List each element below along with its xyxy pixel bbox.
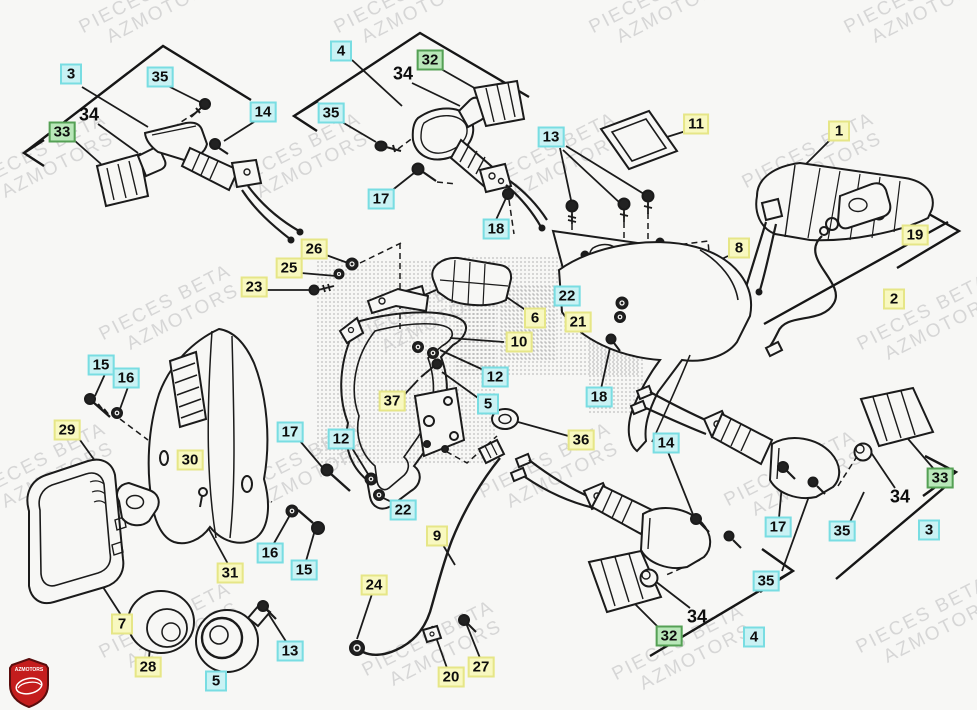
tail-light-assembly — [741, 161, 934, 358]
part-label-3[interactable]: 3 — [60, 63, 82, 85]
part-label-15[interactable]: 15 — [290, 559, 318, 581]
part-label-17[interactable]: 17 — [367, 188, 395, 210]
part-label-30[interactable]: 30 — [176, 449, 204, 471]
part-label-25[interactable]: 25 — [275, 257, 303, 279]
part-label-12[interactable]: 12 — [481, 366, 509, 388]
turn-signal-rear-left — [509, 452, 742, 614]
part-label-13[interactable]: 13 — [276, 640, 304, 662]
screw-14 — [209, 138, 221, 150]
part-label-35[interactable]: 35 — [146, 66, 174, 88]
part-label-13[interactable]: 13 — [537, 126, 565, 148]
screw-17 — [411, 162, 425, 176]
part-label-32[interactable]: 32 — [655, 625, 683, 647]
part-label-4[interactable]: 4 — [330, 40, 352, 62]
part-label-28[interactable]: 28 — [134, 656, 162, 678]
part-label-32[interactable]: 32 — [416, 49, 444, 71]
logo-text: AZMOTORS — [15, 667, 44, 673]
part-label-35[interactable]: 35 — [317, 102, 345, 124]
fasteners-center — [605, 296, 629, 352]
rear-fender — [557, 241, 752, 453]
part-label-7[interactable]: 7 — [111, 613, 133, 635]
reflector — [599, 109, 679, 171]
part-label-35[interactable]: 35 — [752, 570, 780, 592]
screws-13 — [565, 189, 655, 224]
part-label-17[interactable]: 17 — [276, 421, 304, 443]
part-label-14[interactable]: 14 — [249, 101, 277, 123]
azmotors-logo: AZMOTORS — [9, 658, 49, 708]
part-label-1[interactable]: 1 — [828, 120, 850, 142]
part-label-5[interactable]: 5 — [477, 393, 499, 415]
part-label-35[interactable]: 35 — [828, 520, 856, 542]
part-label-36[interactable]: 36 — [567, 429, 595, 451]
bracket-plate-37 — [413, 386, 466, 458]
part-label-21[interactable]: 21 — [564, 311, 592, 333]
screw-35 — [199, 98, 211, 110]
part-label-18[interactable]: 18 — [482, 218, 510, 240]
bolts-15-16 — [84, 393, 123, 419]
mask-pin-30 — [198, 487, 208, 497]
wiring-harness — [769, 235, 837, 347]
part-label-20[interactable]: 20 — [437, 666, 465, 688]
part-label-18[interactable]: 18 — [585, 386, 613, 408]
part-label-19[interactable]: 19 — [901, 224, 929, 246]
logo-swoosh — [15, 677, 43, 695]
part-label-4[interactable]: 4 — [743, 626, 765, 648]
part-label-37[interactable]: 37 — [378, 390, 406, 412]
part-label-34[interactable]: 34 — [889, 486, 911, 507]
part-label-6[interactable]: 6 — [524, 307, 546, 329]
part-label-26[interactable]: 26 — [300, 238, 328, 260]
cable-9 — [349, 438, 506, 656]
screw-35 — [374, 140, 388, 152]
screw-13 — [257, 600, 269, 612]
turn-signal-rear-right — [629, 384, 935, 499]
signal-lens — [859, 386, 935, 448]
fasteners-mid — [285, 463, 385, 535]
part-label-31[interactable]: 31 — [216, 562, 244, 584]
part-label-24[interactable]: 24 — [360, 574, 388, 596]
fasteners-23-25-26 — [308, 257, 359, 296]
headlight-mask — [147, 327, 269, 545]
clamp-20 — [421, 624, 443, 644]
turn-signal-front-left — [95, 98, 304, 244]
part-label-11[interactable]: 11 — [683, 113, 709, 135]
logo-shield — [9, 658, 49, 708]
part-label-34[interactable]: 34 — [78, 104, 100, 125]
part-label-22[interactable]: 22 — [553, 285, 581, 307]
part-label-23[interactable]: 23 — [240, 276, 268, 298]
part-label-2[interactable]: 2 — [883, 288, 905, 310]
part-label-9[interactable]: 9 — [426, 525, 448, 547]
part-label-27[interactable]: 27 — [467, 656, 495, 678]
part-label-29[interactable]: 29 — [53, 419, 81, 441]
signal-lens — [95, 152, 150, 208]
part-label-10[interactable]: 10 — [505, 331, 533, 353]
part-label-8[interactable]: 8 — [728, 237, 750, 259]
bulb-socket-29 — [116, 481, 160, 527]
nut-18 — [502, 188, 514, 200]
part-label-14[interactable]: 14 — [652, 432, 680, 454]
headlight-lens — [26, 458, 127, 605]
turn-signal-front-right — [374, 79, 548, 232]
headlight-bracket — [338, 287, 467, 510]
horn — [195, 600, 277, 673]
part-label-33[interactable]: 33 — [926, 467, 954, 489]
part-label-16[interactable]: 16 — [256, 542, 284, 564]
part-label-5[interactable]: 5 — [205, 670, 227, 692]
part-label-15[interactable]: 15 — [87, 354, 115, 376]
bulb-holder — [836, 182, 892, 230]
part-label-22[interactable]: 22 — [389, 499, 417, 521]
part-label-33[interactable]: 33 — [48, 121, 76, 143]
part-label-3[interactable]: 3 — [918, 519, 940, 541]
part-label-34[interactable]: 34 — [392, 63, 414, 84]
signal-body — [768, 437, 841, 499]
part-label-34[interactable]: 34 — [686, 606, 708, 627]
part-label-16[interactable]: 16 — [112, 367, 140, 389]
logo-swoosh-accent — [17, 681, 42, 689]
bolt-24 — [349, 640, 365, 656]
part-label-17[interactable]: 17 — [764, 516, 792, 538]
part-label-12[interactable]: 12 — [327, 428, 355, 450]
bolt-27 — [458, 614, 470, 626]
